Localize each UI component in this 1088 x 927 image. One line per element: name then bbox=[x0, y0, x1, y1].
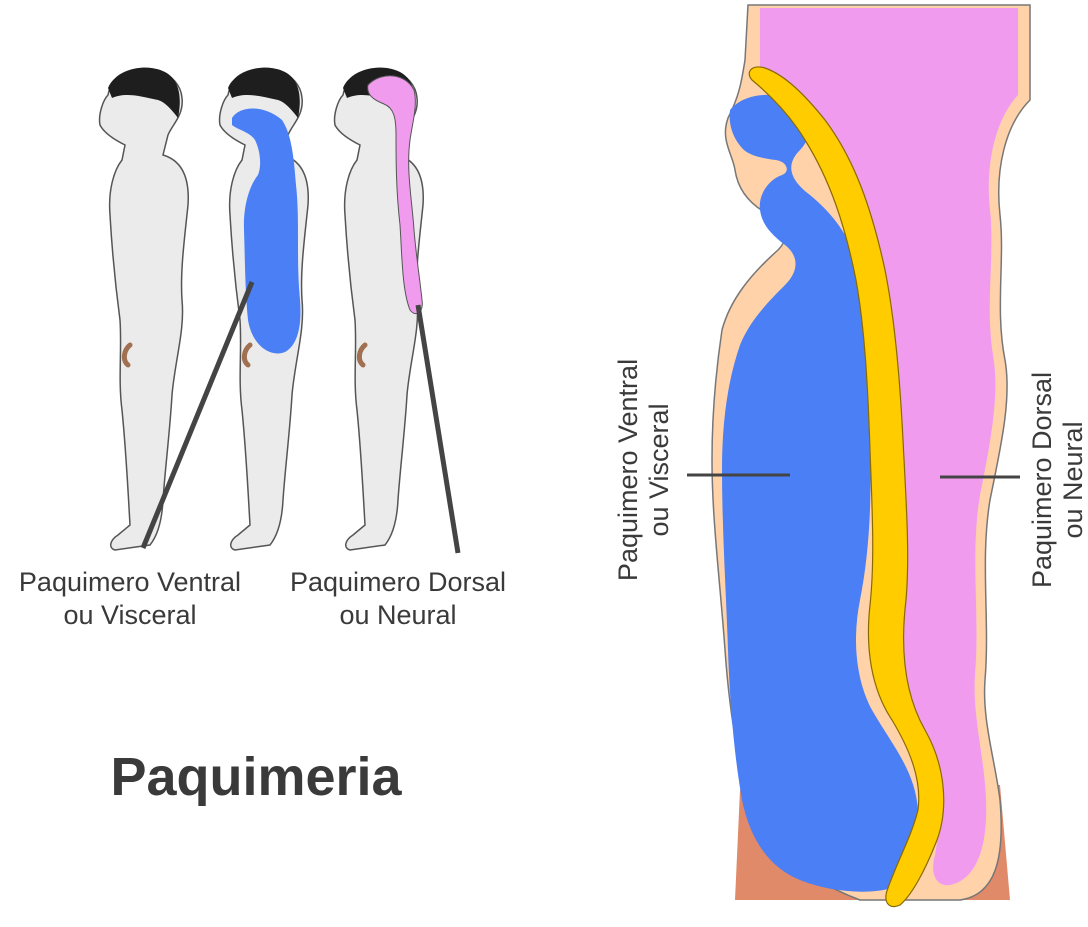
label-ventral-left-1: Paquimero Ventral bbox=[19, 567, 241, 597]
figure-dorsal bbox=[335, 68, 424, 550]
page-title: Paquimeria bbox=[110, 747, 402, 807]
label-ventral-left-2: ou Visceral bbox=[63, 600, 196, 630]
pointer-dorsal-left bbox=[418, 305, 458, 553]
label-dorsal-right-1: Paquimero Dorsal bbox=[1027, 372, 1057, 588]
sagittal-section bbox=[712, 5, 1030, 907]
label-dorsal-left-1: Paquimero Dorsal bbox=[290, 567, 506, 597]
figure-plain bbox=[100, 68, 189, 550]
label-ventral-right-2: ou Visceral bbox=[644, 403, 674, 536]
figure-ventral bbox=[220, 68, 309, 550]
label-dorsal-right-2: ou Neural bbox=[1058, 421, 1088, 538]
label-ventral-right-1: Paquimero Ventral bbox=[613, 359, 643, 581]
label-dorsal-left-2: ou Neural bbox=[339, 600, 456, 630]
